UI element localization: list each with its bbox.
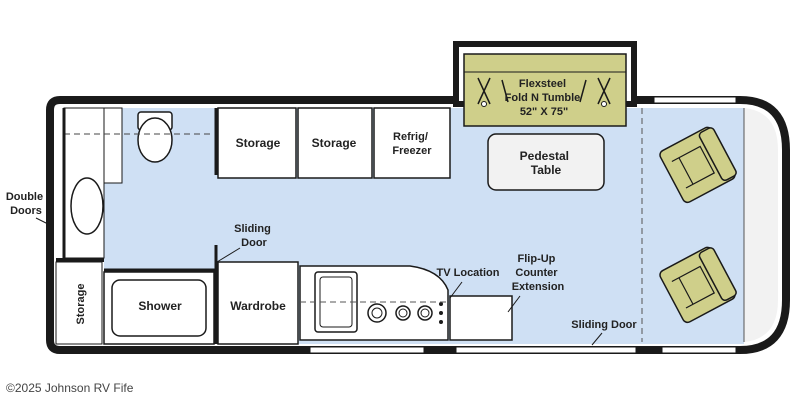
flexsteel-sofa [463, 53, 627, 127]
burner-1 [367, 303, 387, 323]
toilet-bowl [137, 117, 173, 163]
captain-chair-lower [659, 246, 737, 324]
bath-vanity-top [103, 107, 123, 184]
refrigerator [373, 107, 451, 179]
window-bottom-2 [661, 346, 737, 354]
stove-knob-2 [439, 311, 443, 315]
copyright-notice: ©2025 Johnson RV Fife [6, 381, 134, 395]
cab-area [744, 108, 778, 342]
label-storage-2: Storage [312, 136, 357, 150]
flip-up-counter-extension [449, 295, 513, 341]
label-double-doors: Double Doors [6, 191, 46, 217]
label-storage-rear: Storage [75, 284, 87, 325]
storage-cabinet-2 [297, 107, 373, 179]
callout-line-flip-up [507, 295, 521, 313]
label-flexsteel: Flexsteel Fold N Tumble 52" X 75" [505, 78, 584, 118]
window-top [653, 96, 737, 104]
sink [70, 177, 104, 235]
rear-storage [55, 261, 103, 345]
label-shower: Shower [138, 299, 182, 313]
sofa-frame-lines [477, 77, 611, 105]
floor-plan: Double Doors Storage Shower Wardrobe Sli… [6, 41, 790, 354]
sofa-bolt [601, 101, 607, 107]
label-tv-location: TV Location [437, 267, 500, 279]
burner-3 [417, 305, 433, 321]
stove-knob-1 [439, 302, 443, 306]
label-sliding-door-interior: Sliding Door [234, 223, 274, 249]
label-flip-up-counter: Flip-Up Counter Extension [512, 253, 565, 293]
sliding-door-opening [455, 346, 637, 354]
callout-line-sliding-door-ext [591, 332, 603, 346]
window-bottom-1 [309, 346, 425, 354]
storage-cabinet-1 [217, 107, 297, 179]
pedestal-table [487, 133, 605, 191]
burner-3-inner [420, 308, 430, 318]
stove-knob-3 [439, 320, 443, 324]
burner-2 [395, 305, 411, 321]
callout-line-tv [449, 281, 463, 299]
label-refrig-freezer: Refrig/ Freezer [392, 131, 432, 157]
label-storage-1: Storage [236, 136, 281, 150]
label-sliding-door-exterior: Sliding Door [571, 319, 637, 331]
callout-line-sliding-door [216, 247, 241, 263]
burner-1-inner [371, 307, 383, 319]
burner-2-inner [398, 308, 408, 318]
captain-chair-upper [659, 126, 737, 204]
wardrobe-cabinet [217, 261, 299, 345]
label-wardrobe: Wardrobe [230, 299, 286, 313]
sofa-bolt [481, 101, 487, 107]
label-pedestal-table: Pedestal Table [520, 149, 573, 177]
shower-pan [111, 279, 207, 337]
callout-line-double-doors [35, 217, 53, 227]
